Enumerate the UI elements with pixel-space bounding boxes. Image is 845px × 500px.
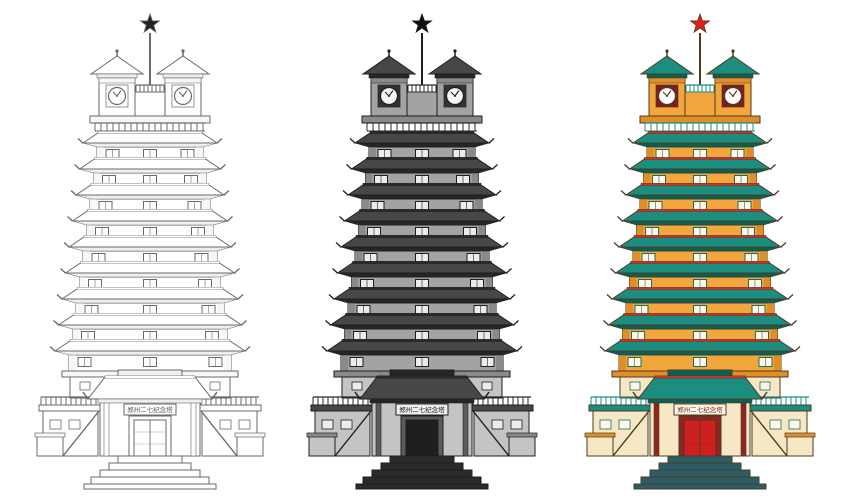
plaque [673,403,727,416]
front-steps [83,455,217,490]
tower-illustration-grayscale: 郑州二七纪念塔 [297,8,547,492]
entrance-pavilion: 郑州二七纪念塔 [354,369,490,457]
tier [325,313,519,346]
finial-star [411,12,433,85]
tier [346,156,498,190]
entrance-pavilion: 郑州二七纪念塔 [632,369,768,457]
front-steps [633,455,767,490]
upper-terrace [361,115,483,132]
clock-tower [361,49,417,117]
twin-top-bridge [683,84,717,117]
upper-terrace [89,115,211,132]
tier [339,208,505,242]
base-complex: 郑州二七纪念塔 [584,369,816,490]
plaque-text: 郑州二七纪念塔 [399,405,445,414]
base-complex: 郑州二七纪念塔 [306,369,538,490]
upper-terrace [639,115,761,132]
tower-illustration-full-color: 郑州二七纪念塔 [575,8,825,492]
plaque [395,403,449,416]
plaque [123,403,177,416]
tier [332,260,512,294]
clock-tower [427,49,483,117]
twin-top-bridge [133,84,167,117]
twin-top-bridge [405,84,439,117]
star-icon [411,12,433,34]
plaque-text: 郑州二七纪念塔 [677,405,723,414]
tier [321,339,523,372]
clock-tower [155,49,211,117]
finial-star [139,12,161,85]
star-icon [139,12,161,34]
star-icon [689,12,711,34]
tower-illustration-line-art: 郑州二七纪念塔 [25,8,275,492]
clock-tower [639,49,695,117]
clock-tower [89,49,145,117]
pagoda-tower-svg: 郑州二七纪念塔 [34,12,266,490]
front-steps [355,455,489,490]
tier [599,339,801,372]
finial-star [689,12,711,85]
tier [613,234,787,268]
pagoda-tower-svg: 郑州二七纪念塔 [306,12,538,490]
plaque-text: 郑州二七纪念塔 [127,405,173,414]
base-complex: 郑州二七纪念塔 [34,369,266,490]
clock-tower [705,49,761,117]
pagoda-tower-svg: 郑州二七纪念塔 [584,12,816,490]
tier [49,339,251,372]
entrance-pavilion: 郑州二七纪念塔 [82,369,218,457]
